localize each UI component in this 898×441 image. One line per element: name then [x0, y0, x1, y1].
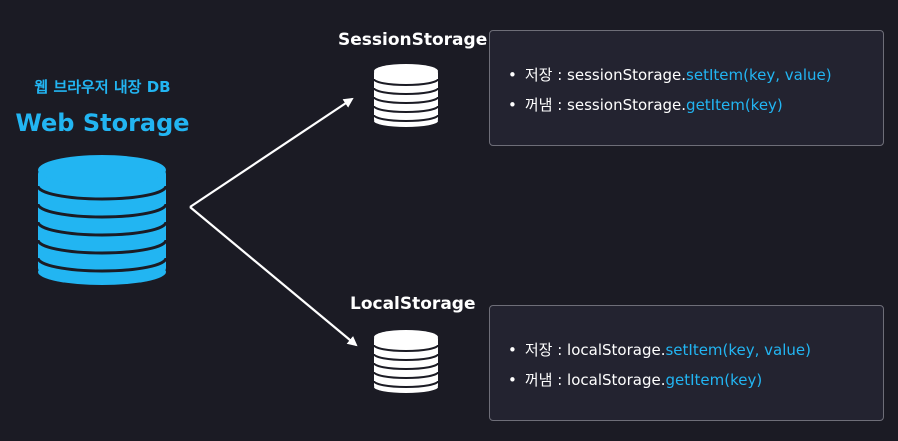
bullet: •	[508, 65, 517, 84]
web-storage-database-icon	[36, 155, 168, 285]
local-storage-database-icon	[373, 330, 439, 393]
session-get-method: getItem(key)	[686, 95, 783, 114]
arrow-to-session-storage	[189, 97, 354, 208]
bullet: •	[508, 370, 517, 389]
web-storage-title: Web Storage	[15, 109, 190, 137]
session-save-prefix: 저장 : sessionStorage.	[524, 66, 687, 84]
session-save-method: setItem(key, value)	[686, 65, 832, 84]
bullet: •	[508, 95, 517, 114]
local-get-row: • 꺼냄 : localStorage.getItem(key)	[508, 369, 762, 390]
session-storage-label: SessionStorage	[338, 30, 488, 50]
session-storage-info-box: • 저장 : sessionStorage.setItem(key, value…	[489, 30, 884, 146]
local-save-row: • 저장 : localStorage.setItem(key, value)	[508, 339, 811, 360]
session-save-row: • 저장 : sessionStorage.setItem(key, value…	[508, 64, 832, 85]
web-storage-subtitle: 웹 브라우저 내장 DB	[34, 78, 171, 96]
local-storage-label: LocalStorage	[350, 294, 476, 314]
arrow-to-local-storage	[189, 206, 358, 347]
session-get-row: • 꺼냄 : sessionStorage.getItem(key)	[508, 94, 783, 115]
local-get-method: getItem(key)	[665, 370, 763, 389]
session-storage-database-icon	[373, 64, 439, 127]
local-storage-info-box: • 저장 : localStorage.setItem(key, value) …	[489, 305, 884, 421]
local-save-prefix: 저장 : localStorage.	[524, 341, 666, 359]
session-get-prefix: 꺼냄 : sessionStorage.	[524, 96, 687, 114]
bullet: •	[508, 340, 517, 359]
local-get-prefix: 꺼냄 : localStorage.	[524, 371, 666, 389]
local-save-method: setItem(key, value)	[665, 340, 812, 359]
